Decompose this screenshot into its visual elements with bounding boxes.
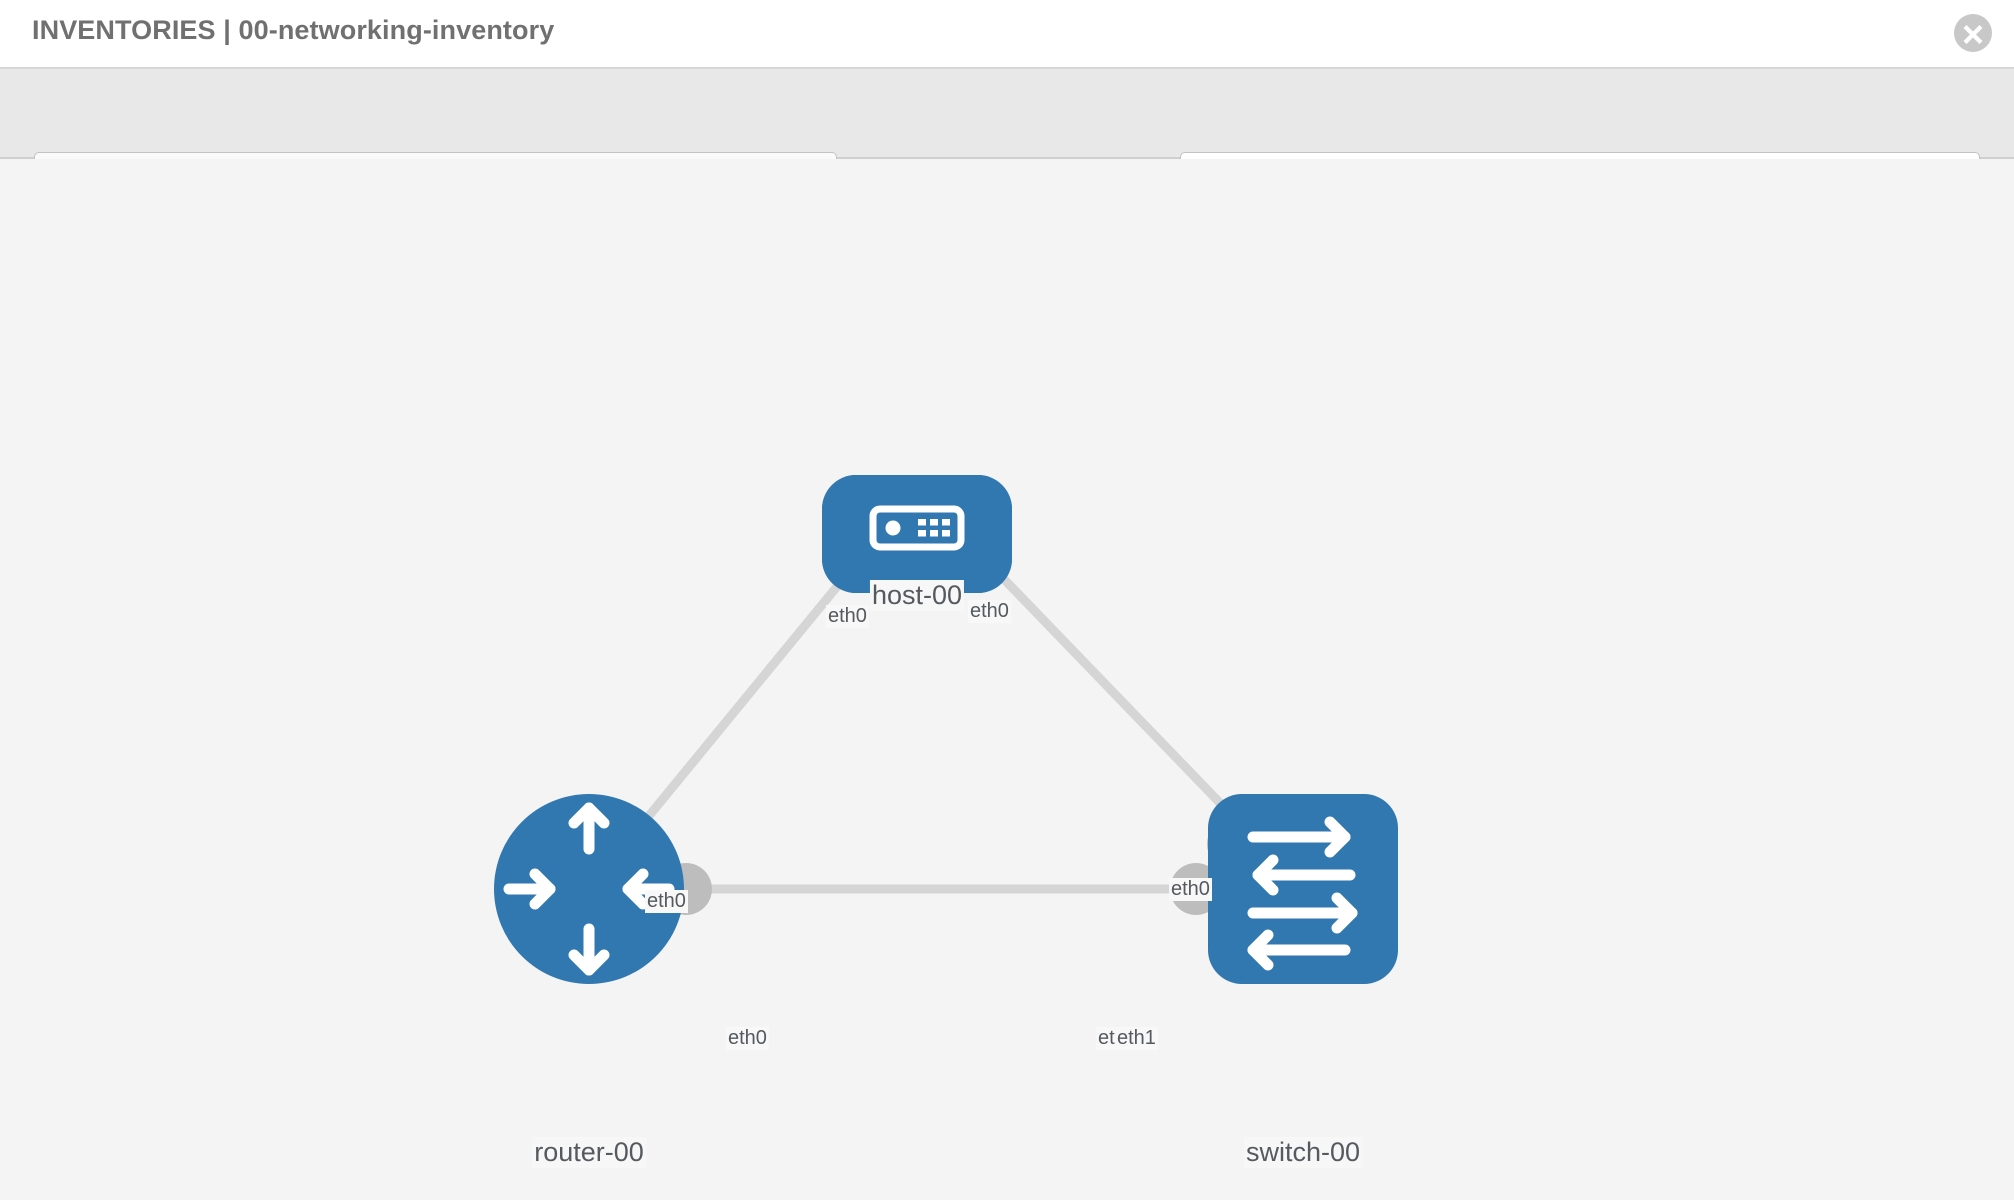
node-label-router-00: router-00 [532,1137,646,1168]
close-icon[interactable] [1954,14,1992,52]
topology-canvas[interactable]: host-00 router-00 switch-00 eth0 eth0 et… [0,159,2014,1200]
if-label-host-left: eth0 [826,605,869,628]
node-label-host-00: host-00 [869,580,965,611]
node-router-00[interactable] [494,794,684,984]
node-switch-00[interactable] [1208,794,1398,984]
if-label-switch-lan-b: eth1 [1115,1027,1158,1050]
node-label-switch-00: switch-00 [1243,1137,1363,1168]
window-header: INVENTORIES | 00-networking-inventory [0,0,2014,69]
if-label-switch-uplink: eth0 [1169,878,1212,901]
router-arrows-icon [503,802,675,976]
topology-graph [494,475,1398,984]
server-device-icon [869,505,965,551]
node-host-00[interactable] [822,475,1012,593]
if-label-router-uplink: eth0 [645,890,688,913]
if-label-host-right: eth0 [968,600,1011,623]
page-title: INVENTORIES | 00-networking-inventory [32,15,555,45]
if-label-router-lan: eth0 [726,1027,769,1050]
switch-arrows-icon [1247,816,1358,971]
toolbar: ACTIONS SEARCH [0,69,2014,208]
